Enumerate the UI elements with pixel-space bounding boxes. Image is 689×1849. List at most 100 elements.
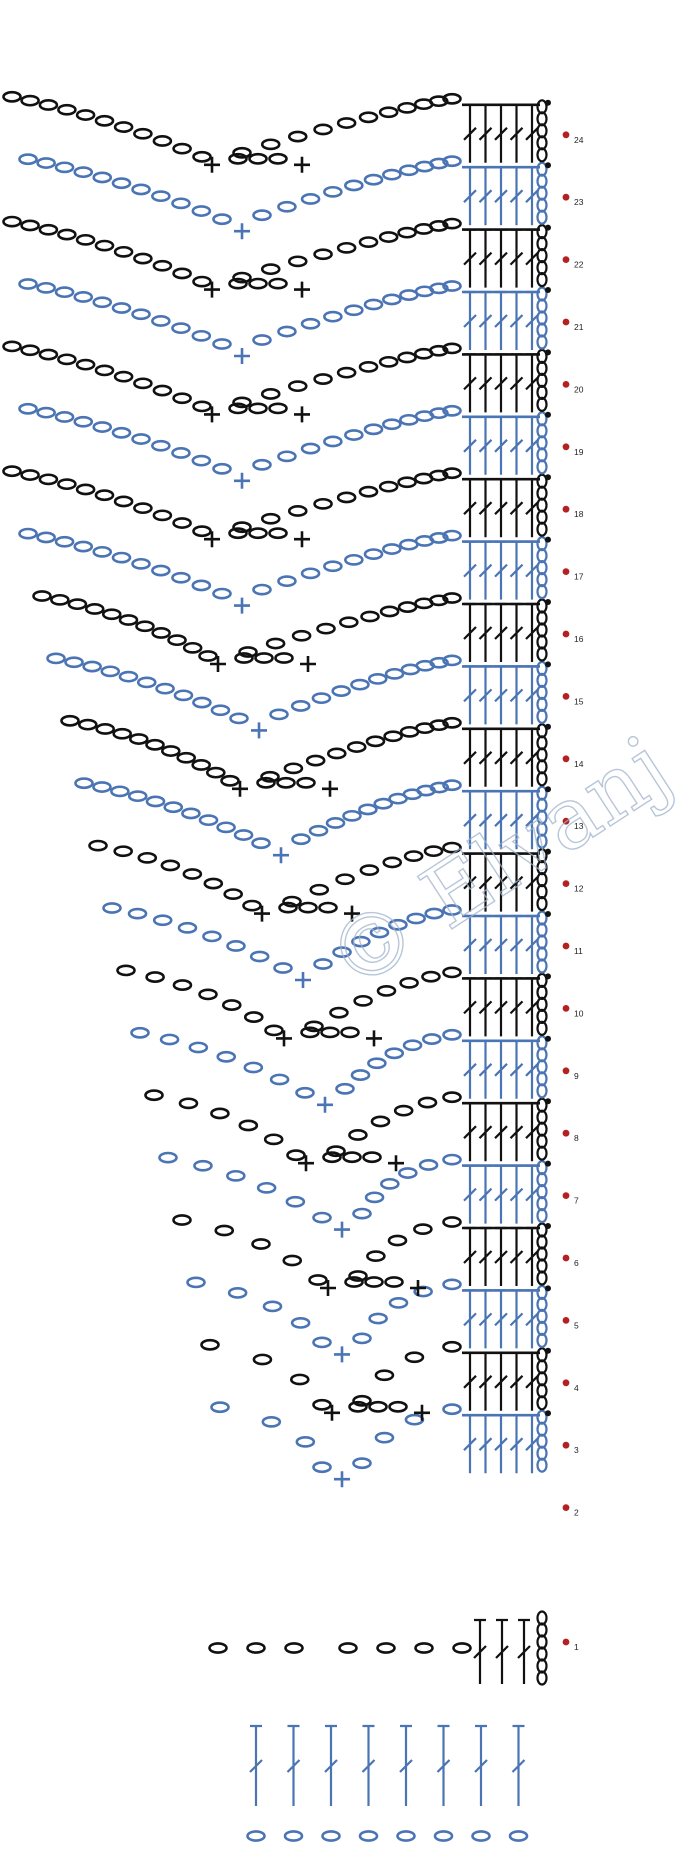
chain-stitch-symbol [368, 1400, 388, 1413]
panel-corner-dot [545, 349, 551, 356]
row-number-label: 8 [574, 1133, 579, 1143]
chain-stitch-symbol [113, 370, 134, 383]
chain-stitch-symbol [350, 678, 370, 691]
chain-stitch-symbol [38, 223, 59, 236]
chain-stitch-symbol [210, 1107, 230, 1120]
double-crochet-symbol [463, 1226, 477, 1286]
panel-corner-dot [545, 723, 551, 730]
turning-chain-symbol [536, 334, 548, 350]
chain-stitch-symbol [313, 373, 333, 385]
chain-stitch-symbol [57, 228, 77, 241]
double-crochet-symbol [463, 727, 477, 787]
chain-stitch-symbol [344, 553, 364, 566]
chain-stitch-symbol [300, 442, 321, 455]
chain-stitch-symbol [158, 1151, 178, 1164]
chain-stitch-symbol [36, 281, 56, 294]
row-marker-dot [562, 1254, 570, 1262]
chain-stitch-symbol [291, 833, 311, 846]
chain-stitch-symbol [284, 1642, 304, 1654]
row-number-label: 23 [574, 197, 584, 207]
chain-stitch-symbol [232, 146, 252, 159]
chain-stitch-symbol [57, 478, 77, 491]
single-crochet-symbol [234, 348, 250, 364]
chain-stitch-symbol [46, 652, 66, 665]
chain-stitch-symbol [151, 190, 171, 203]
double-crochet-symbol [509, 103, 524, 163]
double-crochet-symbol [478, 665, 493, 725]
double-crochet-symbol [463, 1414, 477, 1474]
chain-stitch-symbol [173, 689, 194, 702]
chain-stitch-symbol [321, 1830, 341, 1842]
double-crochet-symbol [494, 353, 508, 413]
chain-stitch-symbol [429, 282, 449, 295]
chain-stitch-symbol [73, 291, 94, 303]
chain-stitch-symbol [260, 770, 280, 783]
chain-stitch-symbol [18, 402, 38, 415]
chain-stitch-symbol [352, 1457, 372, 1470]
chain-stitch-symbol [295, 1435, 316, 1448]
single-crochet-symbol [234, 223, 250, 240]
turning-chain-symbol [536, 459, 548, 475]
chain-stitch-symbol [382, 856, 403, 869]
chain-stitch-symbol [323, 310, 343, 323]
chain-stitch-symbol [94, 489, 115, 502]
chain-stitch-symbol [181, 807, 201, 820]
chain-stitch-symbol [325, 817, 346, 829]
double-crochet-symbol [474, 1724, 488, 1806]
chain-stitch-symbol [442, 592, 462, 604]
chain-stitch-symbol [192, 150, 212, 163]
double-crochet-symbol [509, 727, 524, 787]
chain-stitch-symbol [38, 473, 59, 486]
chain-stitch-symbol [373, 797, 394, 810]
row-number-label: 22 [574, 260, 584, 270]
double-crochet-symbol [361, 1724, 376, 1806]
double-crochet-symbol [463, 1102, 477, 1162]
row-marker-dot [562, 443, 570, 451]
double-crochet-symbol [525, 790, 539, 850]
row-number-label: 4 [574, 1383, 579, 1393]
chain-stitch-symbol [402, 1039, 423, 1052]
chain-stitch-symbol [92, 296, 113, 309]
double-crochet-symbol [463, 1039, 477, 1099]
double-crochet-symbol [478, 790, 493, 850]
chain-stitch-symbol [287, 255, 308, 268]
chain-stitch-symbol [172, 1214, 192, 1226]
single-crochet-symbol [414, 1404, 430, 1421]
double-crochet-symbol [509, 977, 524, 1037]
chain-stitch-symbol [54, 161, 75, 174]
chain-stitch-symbol [388, 918, 408, 931]
double-crochet-symbol [494, 1039, 508, 1099]
double-crochet-symbol [478, 1226, 493, 1286]
chain-stitch-symbol [73, 540, 94, 553]
chain-stitch-symbol [212, 587, 232, 600]
chain-stitch-symbol [232, 521, 252, 534]
chain-stitch-symbol [358, 485, 379, 498]
chain-stitch-symbol [336, 241, 357, 254]
chain-stitch-symbol [216, 1050, 237, 1063]
double-crochet-symbol [509, 602, 524, 662]
double-crochet-symbol [478, 727, 493, 787]
single-crochet-symbol [210, 656, 226, 672]
chain-stitch-symbol [94, 364, 115, 377]
chain-stitch-symbol [191, 454, 212, 467]
double-crochet-symbol [525, 353, 539, 413]
panel-corner-dot [545, 599, 551, 605]
row-marker-dot [562, 1379, 570, 1387]
chain-stitch-symbol [442, 404, 462, 417]
chain-stitch-symbol [442, 904, 462, 916]
chain-stitch-symbol [151, 564, 171, 577]
chain-stitch-symbol [346, 741, 367, 753]
double-crochet-symbol [478, 103, 493, 163]
chain-stitch-symbol [212, 462, 232, 475]
chain-stitch-symbol [159, 1033, 180, 1046]
chain-stitch-symbol [364, 1276, 384, 1288]
chain-stitch-symbol [323, 435, 343, 448]
chain-stitch-symbol [290, 1317, 311, 1329]
chain-stitch-symbol [269, 708, 289, 721]
double-crochet-symbol [494, 1102, 508, 1162]
turning-chain-symbol [536, 521, 548, 537]
single-crochet-symbol [251, 722, 267, 739]
double-crochet-symbol [436, 1724, 451, 1806]
chain-stitch-symbol [388, 1400, 408, 1413]
single-crochet-symbol [334, 1346, 350, 1363]
